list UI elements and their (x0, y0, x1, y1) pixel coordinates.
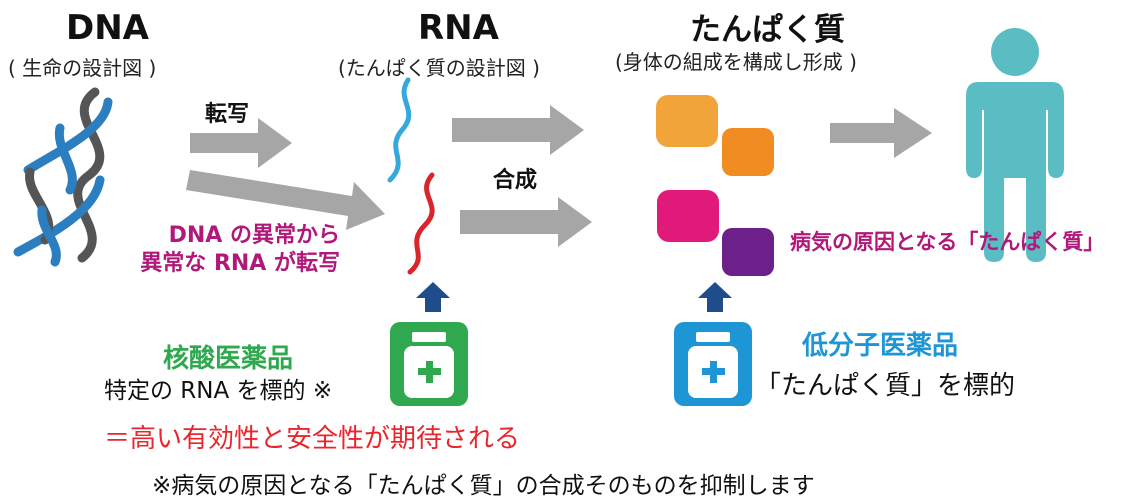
dna-helix-icon (13, 87, 113, 267)
synthesis-label: 合成 (493, 168, 538, 193)
lower-synthesis-arrow-icon (460, 197, 592, 247)
transcription-label: 転写 (205, 102, 250, 127)
small-molecule-drug-target: 「たんぱく質」を標的 (755, 371, 1016, 401)
protein-block-orange-icon (656, 95, 718, 147)
protein-subtitle: (身体の組成を構成し形成 ) (615, 50, 857, 74)
human-figure-icon (966, 28, 1064, 262)
rna-strand-blue-icon (387, 77, 412, 183)
rna-title: RNA (418, 8, 499, 48)
abnormal-transcription-note: DNA の異常から 異常な RNA が転写 (110, 222, 340, 278)
nucleic-drug-benefit: ＝高い有効性と安全性が期待される (104, 424, 521, 454)
transcription-arrow-icon (190, 118, 292, 168)
dna-subtitle: ( 生命の設計図 ) (8, 56, 157, 80)
protein-block-pink-icon (657, 190, 719, 242)
nucleic-drug-name: 核酸医薬品 (163, 344, 294, 374)
protein-block-orange-dark-icon (722, 128, 774, 176)
rna-subtitle: (たんぱく質の設計図 ) (338, 56, 540, 80)
rna-strand-red-icon (407, 172, 435, 275)
upper-synthesis-arrow-icon (452, 105, 584, 155)
abnormal-line-1: DNA の異常から (168, 223, 340, 248)
abnormal-line-2: 異常な RNA が転写 (140, 251, 340, 276)
nucleic-drug-target: 特定の RNA を標的 ※ (104, 378, 333, 404)
abnormal-transcription-arrow-icon (186, 170, 385, 230)
protein-to-human-arrow-icon (830, 108, 932, 158)
nucleic-drug-bottle-icon (390, 322, 468, 406)
gray-arrows (186, 105, 932, 247)
protein-title: たんぱく質 (690, 12, 845, 48)
small-molecule-up-arrow-icon (698, 282, 732, 312)
protein-block-purple-icon (722, 228, 774, 276)
nucleic-drug-up-arrow-icon (416, 282, 450, 312)
footnote: ※病気の原因となる「たんぱく質」の合成そのものを抑制します (152, 473, 815, 499)
disease-protein-label: 病気の原因となる「たんぱく質」 (790, 230, 1105, 254)
small-molecule-drug-name: 低分子医薬品 (802, 331, 959, 361)
dna-title: DNA (66, 8, 149, 48)
small-molecule-bottle-icon (674, 322, 752, 406)
